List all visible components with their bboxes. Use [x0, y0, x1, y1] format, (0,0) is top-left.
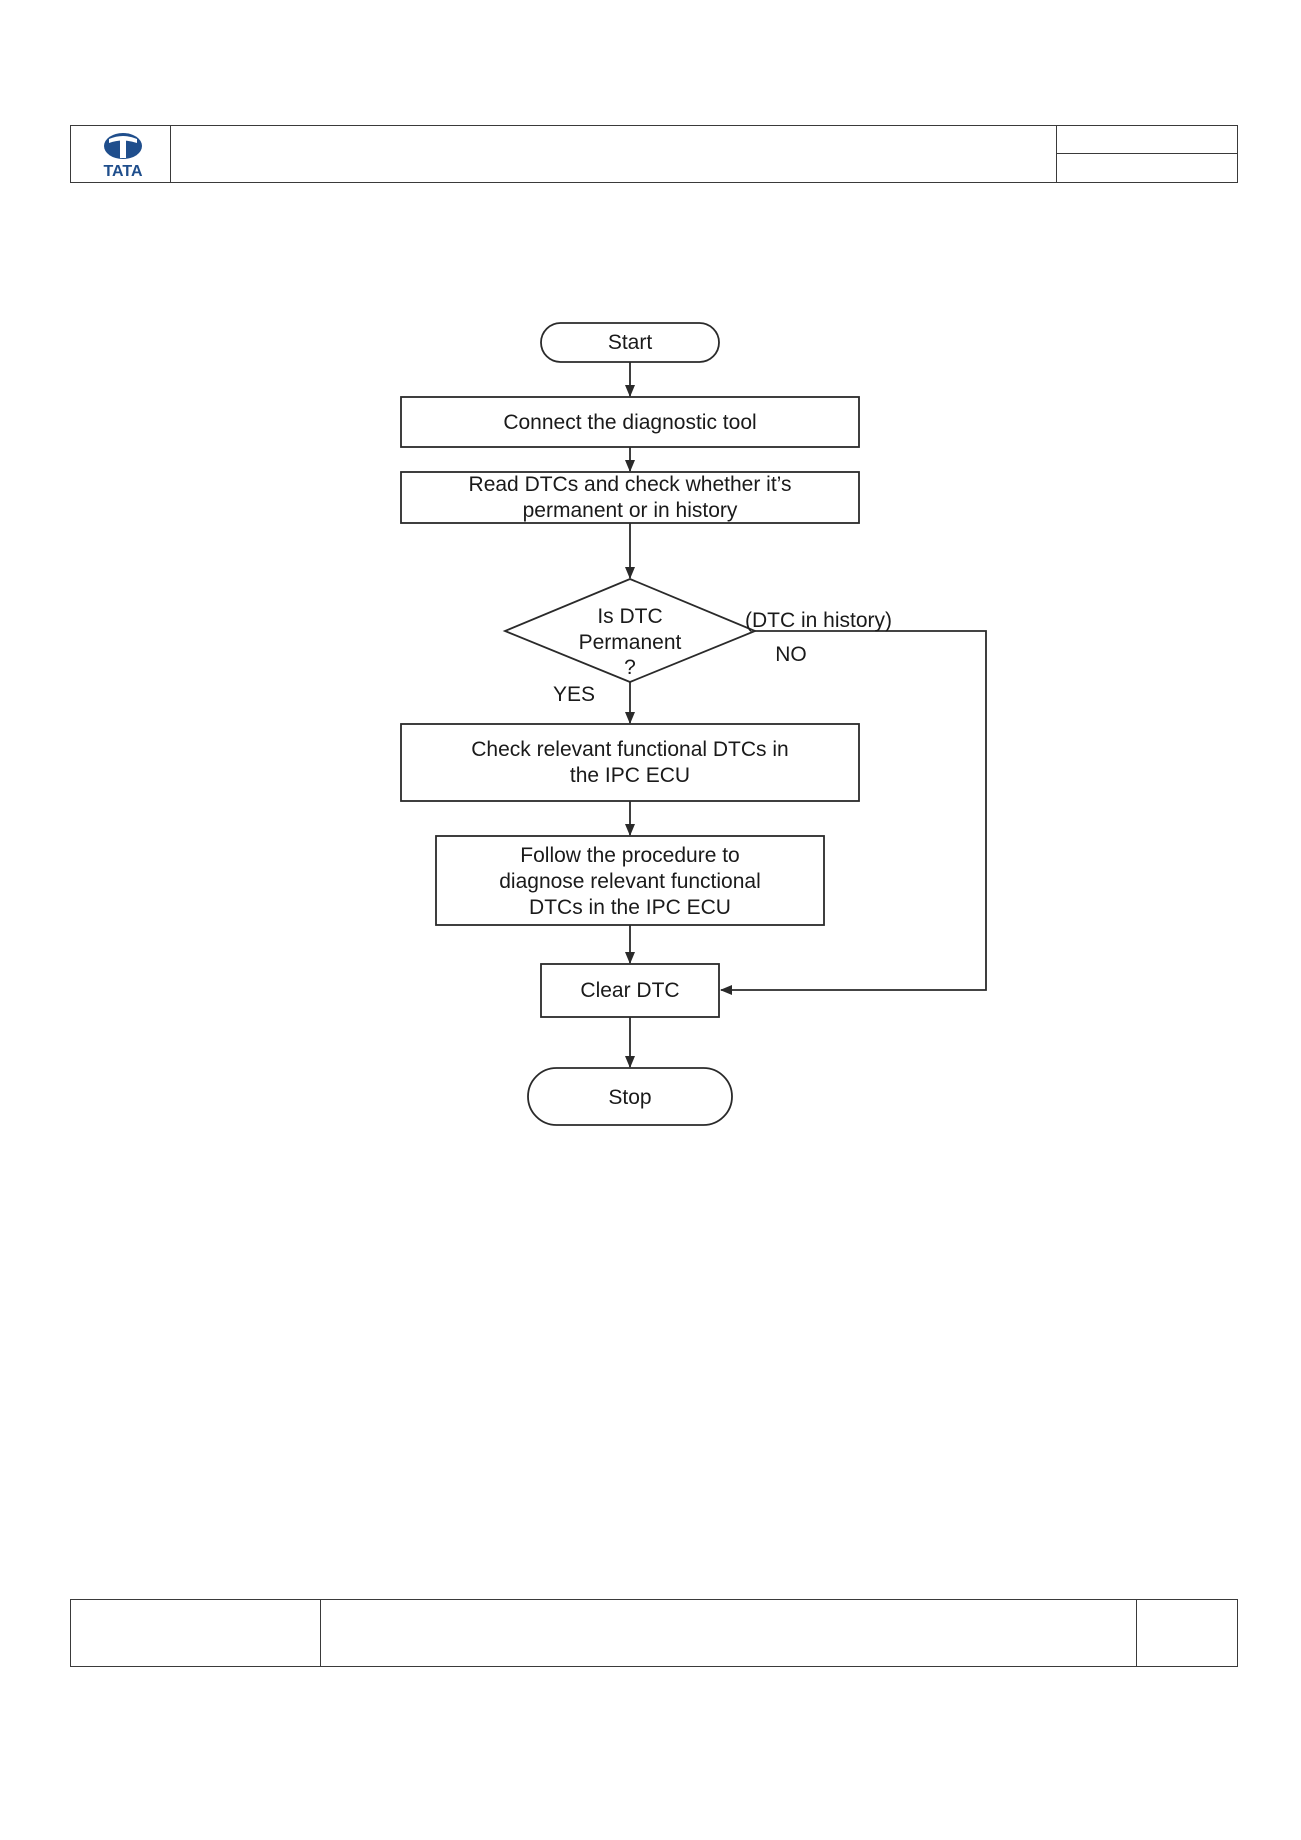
header-meta-row-top: [1057, 126, 1237, 154]
stop-label: Stop: [608, 1086, 651, 1109]
flow-connectors: [625, 362, 987, 1068]
decision-line-3: ?: [624, 656, 636, 679]
start-terminator: [540, 322, 720, 363]
step-follow-line-2: diagnose relevant functional: [499, 870, 761, 893]
step-clear-label: Clear DTC: [580, 979, 679, 1002]
arrow-decision-no: [720, 630, 987, 995]
step-check-line-2: the IPC ECU: [570, 764, 690, 787]
step-check-box: [400, 723, 860, 802]
header-title-cell: [171, 126, 1057, 182]
step-follow-box: [435, 835, 825, 926]
step-clear-box: [540, 963, 720, 1018]
step-connect-label: Connect the diagnostic tool: [503, 411, 756, 434]
decision-yes-label: YES: [553, 683, 595, 706]
decision-no-note: (DTC in history): [745, 609, 892, 632]
decision-line-2: Permanent: [579, 631, 682, 654]
header-meta-cell: [1057, 126, 1237, 182]
footer-cell-left: [70, 1599, 321, 1667]
stop-terminator: [527, 1067, 733, 1126]
start-label: Start: [608, 331, 653, 354]
logo-wordmark: TATA: [103, 163, 143, 180]
decision-line-1: Is DTC: [597, 605, 662, 628]
tata-logo-icon: [104, 133, 142, 159]
step-connect-box: [400, 396, 860, 448]
footer-cell-right: [1136, 1599, 1238, 1667]
step-follow-line-1: Follow the procedure to: [520, 844, 739, 867]
step-read-line-1: Read DTCs and check whether it’s: [469, 473, 792, 496]
footer-cell-center: [320, 1599, 1138, 1667]
tata-logo: TATA: [103, 133, 143, 180]
step-read-box: [400, 471, 860, 524]
step-check-line-1: Check relevant functional DTCs in: [471, 738, 788, 761]
decision-diamond: [502, 578, 758, 683]
step-follow-line-3: DTCs in the IPC ECU: [529, 896, 731, 919]
step-read-line-2: permanent or in history: [523, 499, 738, 522]
header-logo-cell: TATA: [71, 126, 171, 182]
page-header: TATA: [70, 125, 1238, 183]
decision-no-label: NO: [775, 643, 807, 666]
page-footer: [70, 1599, 1238, 1667]
